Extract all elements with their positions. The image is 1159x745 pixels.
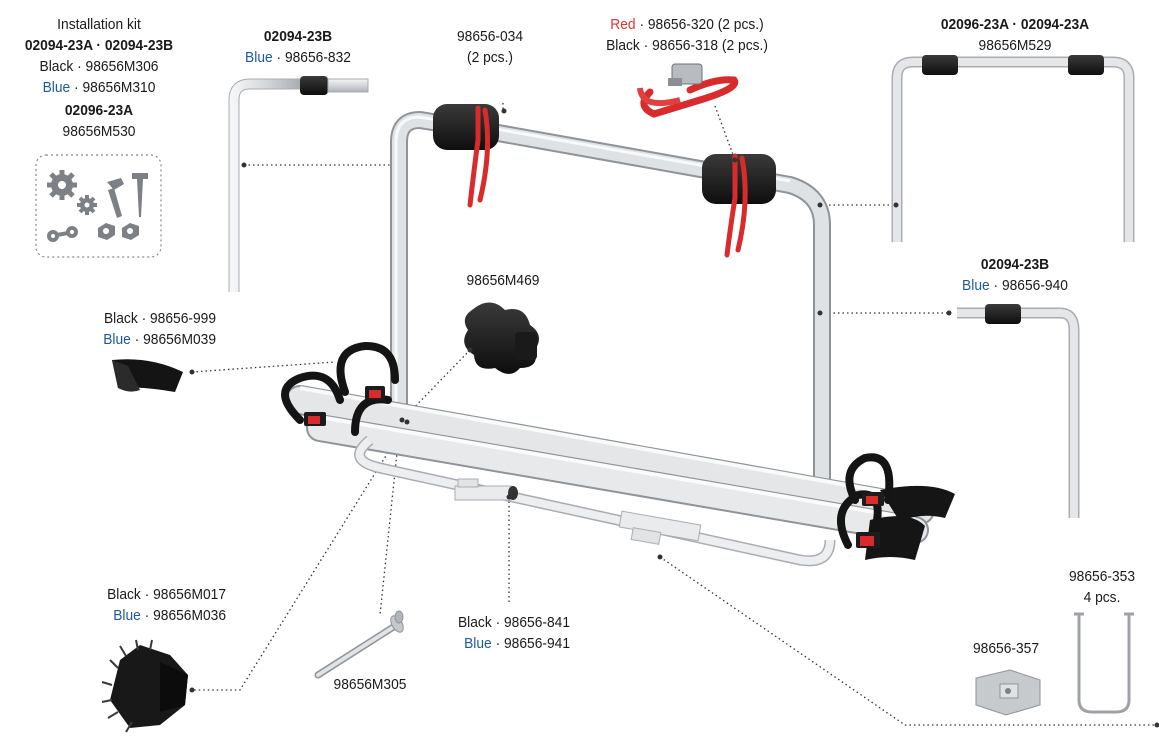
kit-black-name: Black	[39, 58, 74, 75]
kit-blue-line: Blue · 98656M310	[17, 77, 181, 98]
bolt-icon	[314, 610, 404, 679]
right-mid-code-line: Blue · 98656-940	[946, 275, 1084, 296]
bolt-marks	[189, 108, 1159, 728]
right-mid-bar-label: 02094-23B Blue · 98656-940	[946, 254, 1084, 296]
bolt-code: 98656M305	[333, 676, 407, 693]
upright-bar-left	[228, 76, 369, 292]
screw-icon	[107, 173, 148, 218]
wheel-holder-black-name: Black	[103, 310, 138, 327]
strap-black-line: Black · 98656-318 (2 pcs.)	[590, 35, 783, 56]
bolt-label: 98656M305	[322, 674, 418, 695]
u-bolt-icon	[1074, 612, 1134, 714]
wheel-holder-icon	[112, 359, 183, 392]
knob-icon	[464, 302, 539, 374]
straps-red-black-label: Red · 98656-320 (2 pcs.) Black · 98656-3…	[590, 14, 783, 56]
kit-model2: 02096-23A	[64, 102, 134, 119]
right-mid-model: 02094-23B	[980, 256, 1050, 273]
end-cap-black-code: · 98656-841	[495, 614, 570, 631]
wheel-clamp-blue-name: Blue	[113, 607, 141, 624]
end-cap-blue-code: · 98656-941	[495, 635, 570, 652]
top-right-models: 02096-23A · 02094-23A	[940, 16, 1090, 33]
right-mid-blue-name: Blue	[962, 277, 990, 294]
bike-rack-icon	[281, 104, 955, 567]
kit-black-line: Black · 98656M306	[17, 56, 181, 77]
wheel-holder-blue-line: Blue · 98656M039	[54, 329, 216, 350]
top-left-code-line: Blue · 98656-832	[234, 47, 363, 68]
wheel-holder-black-line: Black · 98656-999	[54, 308, 216, 329]
strap-red-code: · 98656-320 (2 pcs.)	[639, 16, 764, 33]
nut-icon	[98, 223, 139, 240]
u-bolt-label: 98656-353 4 pcs.	[1058, 566, 1146, 608]
strap-icon	[467, 105, 748, 258]
wheel-holder-blue-name: Blue	[103, 331, 131, 348]
wheel-holder-label: Black · 98656-999 Blue · 98656M039	[54, 308, 216, 350]
u-bolt-qty: 4 pcs.	[1083, 589, 1121, 606]
end-cap-black-line: Black · 98656-841	[414, 612, 570, 633]
chain-link-icon	[47, 226, 78, 242]
kit-blue-name: Blue	[42, 79, 71, 96]
end-cap-blue-name: Blue	[464, 635, 492, 652]
kit-black-code: · 98656M306	[77, 58, 159, 75]
strap-black-code: · 98656-318 (2 pcs.)	[643, 37, 768, 54]
kit-title: Installation kit	[57, 16, 141, 33]
kit-code2: 98656M530	[62, 123, 136, 140]
top-left-blue-name: Blue	[245, 49, 273, 66]
mounting-plate-icon	[975, 669, 1041, 716]
kit-models: 02094-23A · 02094-23B	[24, 37, 174, 54]
wheel-clamp-blue-line: Blue · 98656M036	[55, 605, 226, 626]
knob-label: 98656M469	[452, 270, 553, 291]
gear-icon	[47, 170, 97, 215]
top-left-code: · 98656-832	[276, 49, 351, 66]
wheel-clamp-black-name: Black	[107, 586, 141, 603]
top-left-model: 02094-23B	[263, 28, 333, 45]
end-cap-label: Black · 98656-841 Blue · 98656-941	[414, 612, 570, 654]
plate-code: 98656-357	[972, 640, 1039, 657]
wheel-clamp-black-code: · 98656M017	[144, 586, 226, 603]
knob-code: 98656M469	[466, 272, 540, 289]
wheel-clamp-icon	[101, 639, 188, 733]
strap-icon	[637, 63, 739, 118]
u-bolt-code: 98656-353	[1068, 568, 1135, 585]
top-right-frame-label: 02096-23A · 02094-23A 98656M529	[923, 14, 1107, 56]
upright-bar-right	[957, 304, 1080, 518]
strap-red-name: Red	[610, 16, 636, 33]
kit-label: Installation kit 02094-23A · 02094-23B B…	[17, 14, 181, 142]
strap-red-line: Red · 98656-320 (2 pcs.)	[590, 14, 783, 35]
installation-kit-box	[35, 154, 162, 258]
strap-code: 98656-034	[456, 28, 523, 45]
top-right-code: 98656M529	[978, 37, 1052, 54]
strap-label: 98656-034 (2 pcs.)	[442, 26, 538, 68]
upper-frame-right	[891, 55, 1135, 242]
strap-black-name: Black	[606, 37, 640, 54]
strap-qty: (2 pcs.)	[466, 49, 513, 66]
wheel-holder-blue-code: · 98656M039	[134, 331, 216, 348]
right-mid-code: · 98656-940	[993, 277, 1068, 294]
kit-blue-code: · 98656M310	[74, 79, 156, 96]
wheel-clamp-blue-code: · 98656M036	[144, 607, 226, 624]
plate-label: 98656-357	[966, 638, 1047, 659]
end-cap-black-name: Black	[457, 614, 492, 631]
wheel-holder-black-code: · 98656-999	[141, 310, 216, 327]
end-cap-blue-line: Blue · 98656-941	[414, 633, 570, 654]
wheel-clamp-label: Black · 98656M017 Blue · 98656M036	[55, 584, 226, 626]
wheel-clamp-black-line: Black · 98656M017	[55, 584, 226, 605]
top-left-bar-label: 02094-23B Blue · 98656-832	[234, 26, 363, 68]
